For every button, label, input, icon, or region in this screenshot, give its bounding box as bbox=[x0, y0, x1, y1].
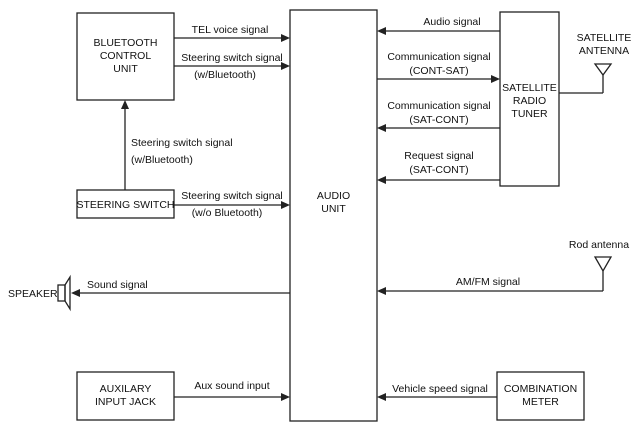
audio-unit-box bbox=[289, 9, 378, 422]
svg-text:Communication signal: Communication signal bbox=[387, 51, 490, 63]
bluetooth-control-unit-box bbox=[76, 12, 175, 101]
svg-text:TEL voice signal: TEL voice signal bbox=[192, 24, 269, 36]
speaker-label: SPEAKER bbox=[8, 288, 58, 300]
svg-text:(w/o Bluetooth): (w/o Bluetooth) bbox=[192, 207, 263, 219]
steering-switch-label: STEERING SWITCH bbox=[76, 199, 174, 211]
svg-text:INPUT JACK: INPUT JACK bbox=[95, 396, 156, 408]
satellite-antenna-label: SATELLITE ANTENNA bbox=[577, 32, 632, 57]
combination-meter-box bbox=[496, 371, 585, 421]
svg-text:Aux sound input: Aux sound input bbox=[194, 380, 269, 392]
tel-voice-signal-arrow: TEL voice signal bbox=[174, 24, 290, 42]
svg-text:UNIT: UNIT bbox=[113, 63, 138, 75]
svg-text:METER: METER bbox=[522, 396, 559, 408]
svg-text:Steering switch signal: Steering switch signal bbox=[181, 52, 283, 64]
svg-text:CONTROL: CONTROL bbox=[100, 50, 151, 62]
svg-text:(SAT-CONT): (SAT-CONT) bbox=[409, 114, 468, 126]
auxiliary-input-jack-box bbox=[76, 371, 175, 421]
svg-text:Audio signal: Audio signal bbox=[423, 16, 480, 28]
aux-sound-input-arrow: Aux sound input bbox=[174, 380, 290, 401]
svg-text:(w/Bluetooth): (w/Bluetooth) bbox=[194, 69, 256, 81]
svg-text:ANTENNA: ANTENNA bbox=[579, 45, 629, 57]
svg-text:Request signal: Request signal bbox=[404, 150, 473, 162]
rod-antenna-label: Rod antenna bbox=[569, 239, 629, 251]
audio-unit-label: AUDIO UNIT bbox=[317, 190, 350, 215]
satellite-radio-tuner-label: SATELLITE RADIO TUNER bbox=[502, 82, 557, 120]
svg-text:(w/Bluetooth): (w/Bluetooth) bbox=[131, 154, 193, 166]
svg-text:(SAT-CONT): (SAT-CONT) bbox=[409, 164, 468, 176]
bluetooth-control-unit-label: BLUETOOTH CONTROL UNIT bbox=[94, 37, 158, 75]
speaker-icon bbox=[57, 274, 71, 312]
satellite-radio-tuner-box bbox=[499, 11, 560, 187]
communication-sat-cont-arrow: Communication signal (SAT-CONT) bbox=[377, 100, 500, 132]
communication-cont-sat-arrow: Communication signal (CONT-SAT) bbox=[377, 51, 500, 83]
svg-text:Vehicle speed signal: Vehicle speed signal bbox=[392, 383, 488, 395]
svg-text:SATELLITE: SATELLITE bbox=[502, 82, 557, 94]
svg-text:RADIO: RADIO bbox=[513, 95, 546, 107]
vehicle-speed-signal-arrow: Vehicle speed signal bbox=[377, 383, 497, 401]
svg-text:SATELLITE: SATELLITE bbox=[577, 32, 632, 44]
svg-text:(CONT-SAT): (CONT-SAT) bbox=[409, 65, 468, 77]
svg-text:AUXILARY: AUXILARY bbox=[100, 383, 152, 395]
svg-text:COMBINATION: COMBINATION bbox=[504, 383, 577, 395]
rod-antenna-icon bbox=[593, 256, 613, 273]
svg-text:AM/FM signal: AM/FM signal bbox=[456, 276, 520, 288]
svg-text:Sound signal: Sound signal bbox=[87, 279, 148, 291]
svg-text:TUNER: TUNER bbox=[511, 108, 548, 120]
am-fm-signal-arrow: AM/FM signal bbox=[377, 271, 604, 295]
auxiliary-input-jack-label: AUXILARY INPUT JACK bbox=[95, 383, 156, 408]
steering-switch-to-audio-arrow: Steering switch signal (w/o Bluetooth) bbox=[174, 190, 290, 219]
svg-text:Communication signal: Communication signal bbox=[387, 100, 490, 112]
sound-signal-arrow: Sound signal bbox=[71, 279, 290, 297]
svg-text:UNIT: UNIT bbox=[321, 203, 346, 215]
steering-switch-bt-to-audio-arrow: Steering switch signal (w/Bluetooth) bbox=[174, 52, 290, 81]
combination-meter-label: COMBINATION METER bbox=[504, 383, 577, 408]
steering-switch-box bbox=[76, 189, 175, 219]
steering-switch-to-bt-arrow: Steering switch signal (w/Bluetooth) bbox=[121, 100, 233, 190]
svg-text:Steering switch signal: Steering switch signal bbox=[131, 137, 233, 149]
svg-text:AUDIO: AUDIO bbox=[317, 190, 350, 202]
audio-signal-arrow: Audio signal bbox=[377, 16, 500, 35]
request-signal-arrow: Request signal (SAT-CONT) bbox=[377, 150, 500, 184]
svg-text:Steering switch signal: Steering switch signal bbox=[181, 190, 283, 202]
svg-text:BLUETOOTH: BLUETOOTH bbox=[94, 37, 158, 49]
satellite-antenna-icon bbox=[559, 63, 613, 94]
